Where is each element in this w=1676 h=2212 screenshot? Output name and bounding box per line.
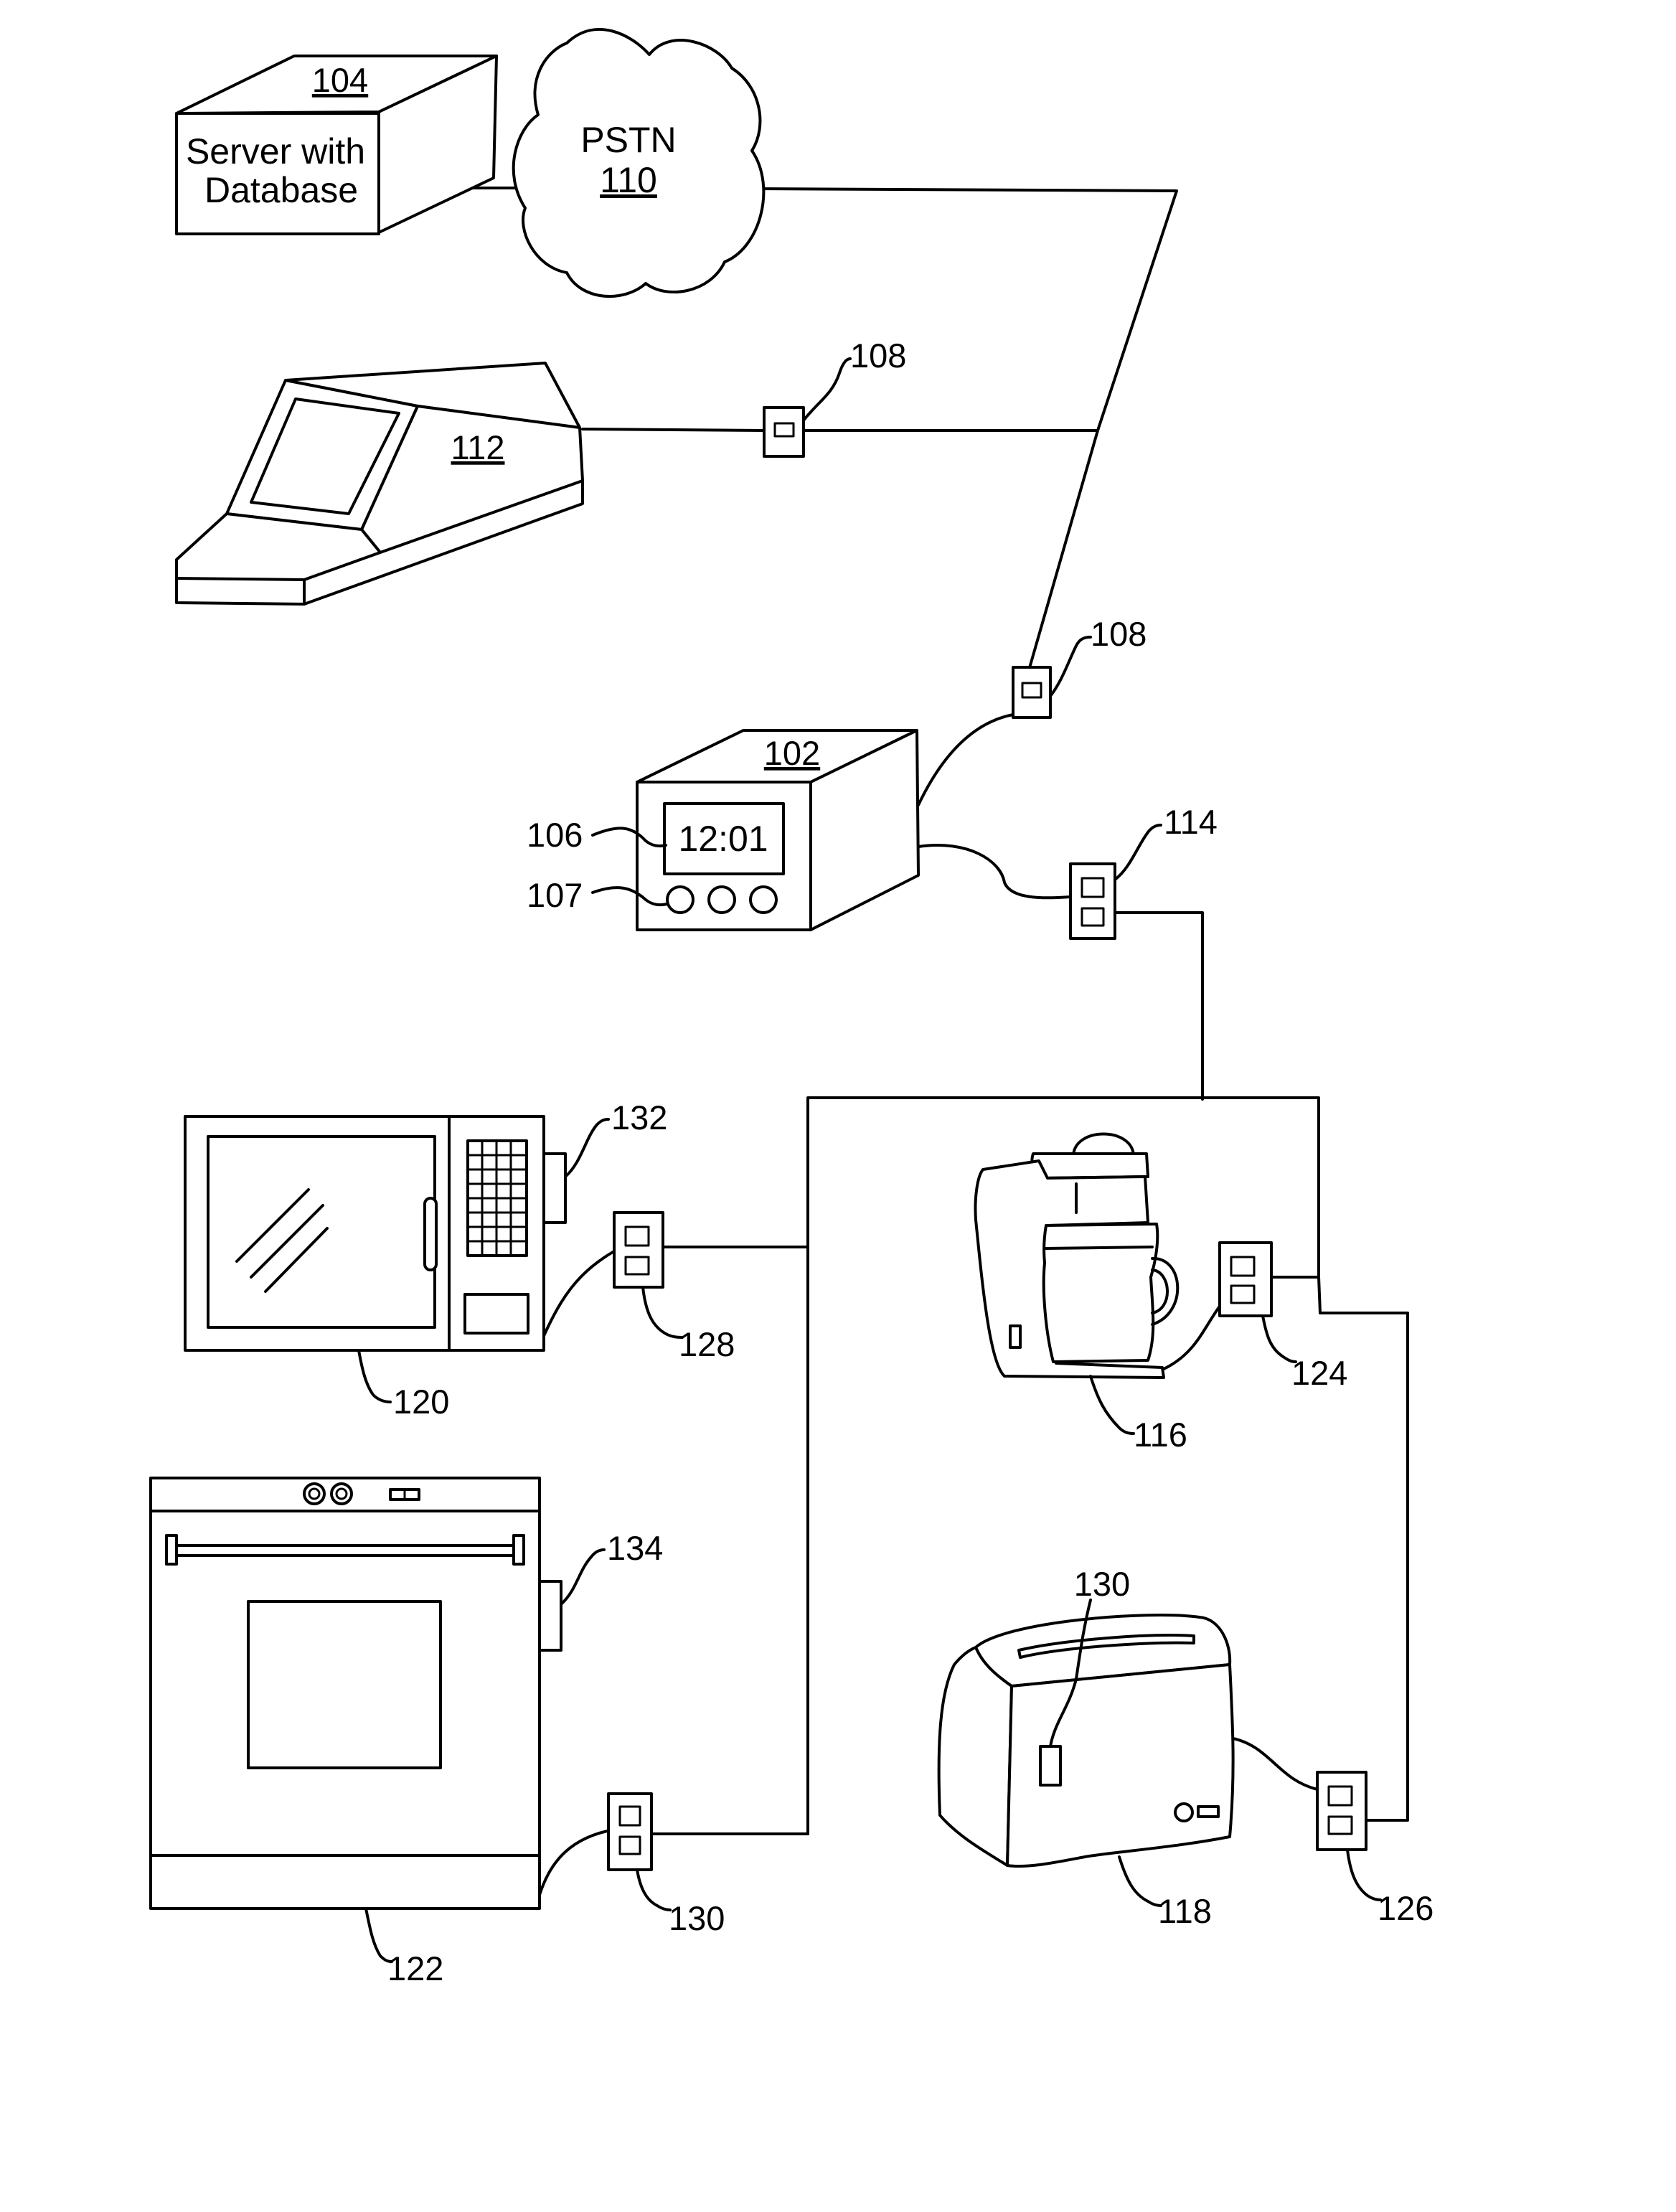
oven-handle-left-mount <box>166 1535 176 1564</box>
outlet-128-plate <box>614 1213 663 1287</box>
phone-jack-lower-plate <box>1013 667 1050 717</box>
controller-buttons-ref: 107 <box>527 876 583 914</box>
outlet-130-plate <box>608 1794 651 1870</box>
toaster-knob <box>1175 1804 1192 1821</box>
oven-module <box>540 1581 561 1650</box>
oven-module-leader <box>561 1550 604 1604</box>
power-outlet-toaster: 126 <box>1317 1772 1433 1927</box>
wire-jack-controller <box>918 715 1013 805</box>
outlet-128-leader <box>643 1287 682 1337</box>
microwave-module-ref: 132 <box>611 1098 667 1136</box>
controller-ref: 102 <box>764 734 820 772</box>
oven-module-ref: 134 <box>607 1529 663 1567</box>
outlet-126-ref: 126 <box>1378 1889 1433 1927</box>
microwave-start-panel <box>465 1294 528 1333</box>
coffee-maker-carafe-handle-inner <box>1152 1270 1167 1313</box>
outlet-124-ref: 124 <box>1291 1354 1347 1392</box>
outlet-130-ref: 130 <box>669 1899 725 1937</box>
toaster-leader <box>1119 1857 1161 1906</box>
microwave-leader <box>359 1350 390 1402</box>
computer-ref: 112 <box>451 428 505 466</box>
cord-toaster <box>1230 1738 1317 1789</box>
wire-outlet-bus <box>1115 913 1202 1099</box>
oven-ref: 122 <box>387 1949 443 1987</box>
pstn-label: PSTN <box>580 120 676 160</box>
wire-controller-outlet <box>918 845 1070 898</box>
outlet-126-plate <box>1317 1772 1366 1850</box>
coffee-maker-carafe-handle <box>1152 1258 1177 1324</box>
toaster-module-ref: 130 <box>1074 1565 1130 1603</box>
microwave-module <box>544 1154 565 1223</box>
controller-display-ref: 106 <box>527 816 583 854</box>
coffee-maker-carafe <box>1044 1224 1158 1362</box>
microwave-oven: 132 120 <box>185 1098 667 1421</box>
coffee-maker-carafe-band <box>1046 1247 1152 1248</box>
oven-knob-2 <box>331 1484 352 1504</box>
toaster-ref: 118 <box>1158 1892 1212 1930</box>
server-label-line2: Database <box>204 170 358 210</box>
wire-pstn-trunk <box>753 189 1177 685</box>
microwave-ref: 120 <box>393 1383 449 1421</box>
wiring <box>465 188 1408 1900</box>
outlet-128-ref: 128 <box>679 1325 735 1363</box>
cord-oven <box>538 1830 614 1900</box>
outlet-124-plate <box>1220 1243 1271 1316</box>
coffee-maker-leader <box>1091 1376 1134 1434</box>
coffee-maker: 116 <box>975 1134 1187 1454</box>
power-outlet-coffee-maker: 124 <box>1220 1243 1347 1392</box>
toaster-module <box>1040 1746 1060 1785</box>
phone-jack-upper-ref: 108 <box>850 336 906 375</box>
power-outlet-microwave: 128 <box>614 1213 735 1363</box>
toaster: 130 118 <box>939 1565 1233 1930</box>
outlet-114-ref: 114 <box>1164 803 1218 841</box>
controller-button-3 <box>750 887 776 913</box>
controller-display-time: 12:01 <box>678 819 768 859</box>
power-outlet-oven: 130 <box>608 1794 725 1937</box>
phone-jack-lower-leader <box>1050 637 1091 696</box>
oven-window <box>248 1601 441 1768</box>
coffee-maker-lid <box>1032 1154 1148 1178</box>
power-outlet-controller: 114 <box>1070 803 1218 938</box>
phone-jack-upper-plate <box>764 408 804 456</box>
outlet-114-plate <box>1070 864 1115 938</box>
server-label-line1: Server with <box>186 131 365 171</box>
controller-unit: 12:01 102 106 107 <box>527 730 918 930</box>
computer-terminal: 112 <box>176 363 583 604</box>
toaster-front-left <box>939 1647 1012 1865</box>
pstn-cloud: PSTN 110 <box>514 29 764 296</box>
microwave-module-leader <box>565 1119 608 1177</box>
phone-jack-lower-ref: 108 <box>1091 615 1147 653</box>
wire-computer-jack <box>583 429 764 430</box>
toaster-button <box>1198 1807 1218 1817</box>
phone-jack-upper: 108 <box>764 336 906 456</box>
coffee-maker-switch <box>1010 1326 1020 1347</box>
pstn-ref: 110 <box>600 160 657 200</box>
oven-knob-1 <box>304 1484 324 1504</box>
phone-jack-upper-leader <box>804 359 850 420</box>
phone-jack-lower: 108 <box>1013 615 1147 717</box>
controller-button-2 <box>709 887 735 913</box>
oven-handle <box>166 1545 524 1556</box>
controller-button-1 <box>667 887 693 913</box>
microwave-door <box>208 1136 435 1327</box>
oven-handle-right-mount <box>514 1535 524 1564</box>
server-with-database: 104 Server with Database <box>176 56 496 234</box>
outlet-126-leader <box>1347 1850 1380 1900</box>
outlet-130-leader <box>637 1870 670 1910</box>
outlet-114-leader <box>1115 825 1161 880</box>
microwave-handle <box>425 1198 436 1270</box>
server-ref: 104 <box>312 61 368 99</box>
coffee-maker-ref: 116 <box>1134 1416 1187 1454</box>
wall-oven: 134 122 <box>151 1478 663 1987</box>
